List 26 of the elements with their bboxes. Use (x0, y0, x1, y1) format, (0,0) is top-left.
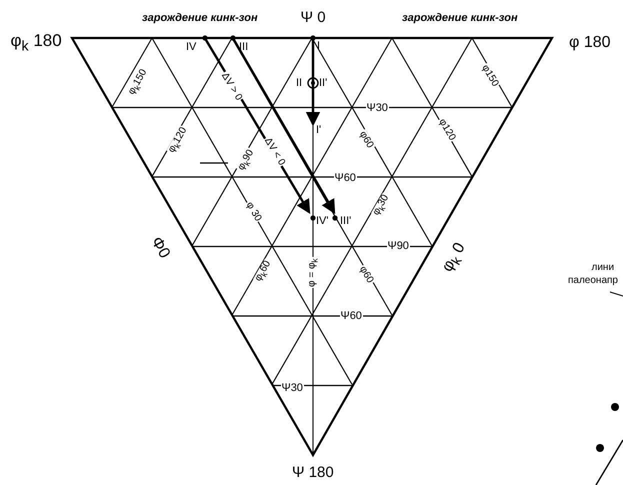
axis-label: палеонапр (567, 276, 619, 286)
point-label: II' (319, 78, 328, 89)
axis-label: Ψ60 (334, 172, 357, 184)
point-label: III' (340, 216, 352, 227)
axis-label: φ$_{k}$ 180 (10, 32, 63, 54)
axis-label: φ 180 (568, 35, 612, 51)
axis-label: Ψ30 (280, 382, 304, 394)
point-label: II (296, 78, 302, 89)
axis-label: Ψ60 (340, 310, 363, 322)
arrow (232, 39, 336, 214)
axis-label: Ψ 180 (291, 464, 335, 480)
arrow-label: ΔV < 0 (262, 136, 287, 168)
point-label: III (239, 42, 248, 53)
axis-label: φ 30 (243, 200, 264, 224)
point-label: IV' (316, 216, 328, 227)
axis-label: Ψ30 (366, 102, 389, 114)
point-label: IV (186, 42, 196, 53)
point-label: I' (316, 125, 322, 136)
axis-label: Ψ 0 (300, 10, 327, 24)
axis-label: φ60 (356, 264, 376, 286)
arrow (306, 40, 320, 126)
axis-label: Ψ90 (386, 240, 410, 252)
point-label: I (317, 41, 320, 52)
heading-text: зарождение кинк-зон (401, 12, 519, 24)
axis-label: лини (590, 263, 616, 273)
heading-text: зарождение кинк-зон (141, 12, 259, 24)
